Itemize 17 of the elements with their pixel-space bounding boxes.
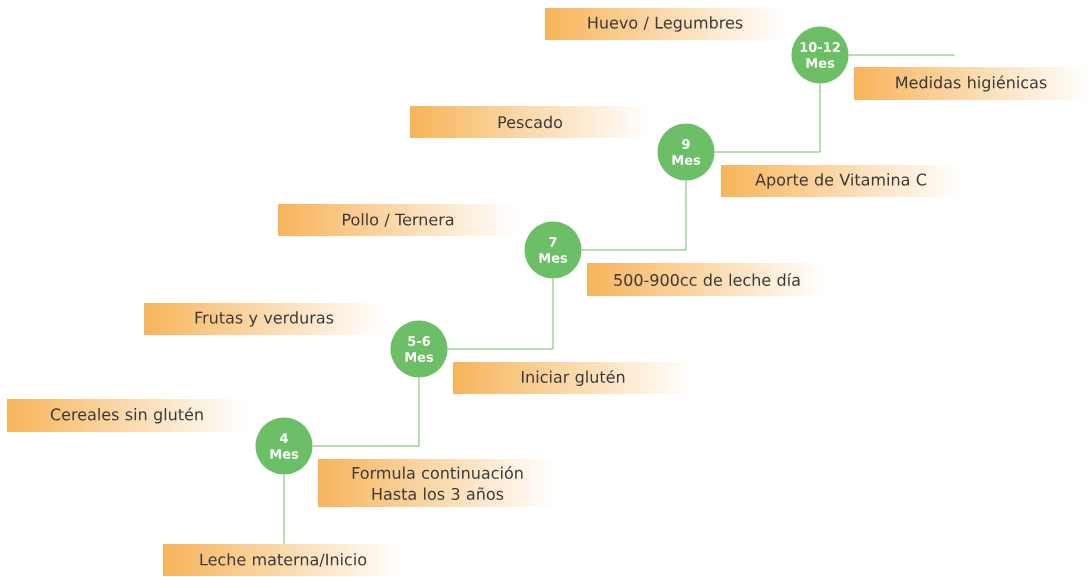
food-label: Aporte de Vitamina C (755, 173, 927, 189)
food-label: 500-900cc de leche día (614, 273, 800, 286)
connector-line (581, 180, 687, 251)
connector-line (283, 474, 285, 545)
connector-line (312, 377, 420, 447)
food-label: Medidas higiénicas (896, 75, 1047, 92)
connector-line (848, 54, 956, 56)
food-label: Cereales sin glutén (50, 407, 203, 424)
food-label: Leche materna/Inicio (200, 553, 367, 567)
food-label: Formula continuación Hasta los 3 años (352, 466, 523, 500)
food-label: Huevo / Legumbres (588, 16, 743, 32)
connector-line (714, 83, 821, 153)
food-label: Iniciar glutén (521, 369, 625, 387)
connector-line (447, 278, 554, 350)
food-label: Frutas y verduras (195, 311, 334, 327)
food-label: Pollo / Ternera (343, 213, 454, 227)
food-label: Pescado (498, 115, 563, 129)
